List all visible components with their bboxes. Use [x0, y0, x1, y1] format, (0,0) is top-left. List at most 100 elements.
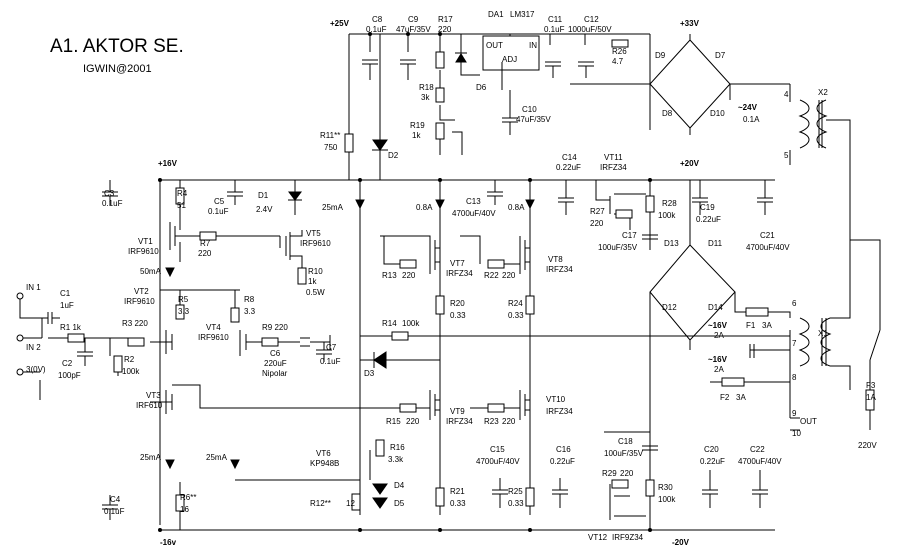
ac24-label: ~24V	[738, 103, 758, 112]
c20-value: 0.22uF	[700, 457, 725, 466]
r27-value: 220	[590, 219, 604, 228]
f2-value: 3A	[736, 393, 746, 402]
current-25ma-a: 25mA	[140, 453, 162, 462]
r30-value: 100k	[658, 495, 676, 504]
current-25ma-c: 25mA	[322, 203, 344, 212]
vt3-label: VT3	[146, 391, 161, 400]
c22-label: C22	[750, 445, 765, 454]
r8-value: 3.3	[244, 307, 256, 316]
r17-value: 220	[438, 25, 452, 34]
c6-label: C6	[270, 349, 281, 358]
c5-value: 0.1uF	[208, 207, 229, 216]
r5-value: 3.3	[178, 307, 190, 316]
vt5-label: VT5	[306, 229, 321, 238]
c12-label: C12	[584, 15, 599, 24]
c3-value: 0.1uF	[102, 199, 123, 208]
r2-label: R2	[124, 355, 135, 364]
input-in1: IN 1	[26, 283, 41, 292]
r29-label: R29	[602, 469, 617, 478]
c17-label: C17	[622, 231, 637, 240]
d12-label: D12	[662, 303, 677, 312]
x2-label: X2	[818, 88, 828, 97]
r8-label: R8	[244, 295, 255, 304]
bridge-33v	[649, 34, 851, 240]
r16-label: R16	[390, 443, 405, 452]
psu-right-parts	[604, 180, 881, 530]
c4-value: 0.1uF	[104, 507, 125, 516]
c22-value: 4700uF/40V	[738, 457, 782, 466]
r3-label: R3 220	[122, 319, 148, 328]
r12-value: 12	[346, 499, 355, 508]
da1-label: DA1	[488, 10, 504, 19]
vt11-label: VT11	[604, 153, 623, 162]
pin-5: 5	[784, 151, 789, 160]
vt12-label: VT12	[588, 533, 608, 542]
vt2-type: IRF9610	[124, 297, 155, 306]
c2-value: 100pF	[58, 371, 81, 380]
r14-value: 100k	[402, 319, 420, 328]
c7-label: C7	[326, 343, 337, 352]
r28-label: R28	[662, 199, 677, 208]
r14-label: R14	[382, 319, 397, 328]
r15-value: 220	[406, 417, 420, 426]
rail-label-m16: -16v	[160, 538, 177, 547]
c16-label: C16	[556, 445, 571, 454]
ac16-label-b: ~16V	[708, 355, 728, 364]
reg-in-label: IN	[529, 41, 537, 50]
r18-value: 3k	[421, 93, 430, 102]
c15-value: 4700uF/40V	[476, 457, 520, 466]
rail-junctions	[158, 32, 652, 532]
c11-label: C11	[548, 15, 563, 24]
c1-label: C1	[60, 289, 71, 298]
r22-label: R22	[484, 271, 499, 280]
r26-label: R26	[612, 47, 627, 56]
vt8-label: VT8	[548, 255, 563, 264]
c19-label: C19	[700, 203, 715, 212]
c7-value: 0.1uF	[320, 357, 341, 366]
vt3-type: IRF610	[136, 401, 163, 410]
schematic-title: A1. AKTOR SE.	[50, 36, 184, 57]
d8-label: D8	[662, 109, 673, 118]
d4-label: D4	[394, 481, 405, 490]
d11-label: D11	[708, 239, 723, 248]
vt2-label: VT2	[134, 287, 149, 296]
r12-label: R12**	[310, 499, 331, 508]
c20-label: C20	[704, 445, 719, 454]
r6-label: R6**	[180, 493, 196, 502]
c19-value: 0.22uF	[696, 215, 721, 224]
d14-label: D14	[708, 303, 723, 312]
c17-value: 100uF/35V	[598, 243, 638, 252]
pin-8: 8	[792, 373, 797, 382]
c9-value: 47uF/35V	[396, 25, 431, 34]
vt9-type: IRFZ34	[446, 417, 473, 426]
r25-value: 0.33	[508, 499, 524, 508]
c10-label: C10	[522, 105, 537, 114]
vt8-type: IRFZ34	[546, 265, 573, 274]
vt11-type: IRFZ34	[600, 163, 627, 172]
c2-label: C2	[62, 359, 73, 368]
r7-label: R7	[200, 239, 211, 248]
d10-label: D10	[710, 109, 725, 118]
d2-label: D2	[388, 151, 399, 160]
current-08a-b: 0.8A	[508, 203, 525, 212]
vt4-type: IRF9610	[198, 333, 229, 342]
r22-value: 220	[502, 271, 516, 280]
r5-label: R5	[178, 295, 189, 304]
r10-power: 0.5W	[306, 288, 325, 297]
output-stage-parts	[360, 180, 790, 508]
current-08a-a: 0.8A	[416, 203, 433, 212]
current-50ma: 50mA	[140, 267, 162, 276]
r20-label: R20	[450, 299, 465, 308]
vt5-type: IRF9610	[300, 239, 331, 248]
r23-value: 220	[502, 417, 516, 426]
r2-value: 100k	[122, 367, 140, 376]
r17-label: R17	[438, 15, 453, 24]
r7-value: 220	[198, 249, 212, 258]
ac16-current-b: 2A	[714, 365, 724, 374]
r30-label: R30	[658, 483, 673, 492]
r4-label: R4	[177, 189, 188, 198]
r9-label: R9 220	[262, 323, 288, 332]
reg-out-label: OUT	[486, 41, 503, 50]
r24-value: 0.33	[508, 311, 524, 320]
